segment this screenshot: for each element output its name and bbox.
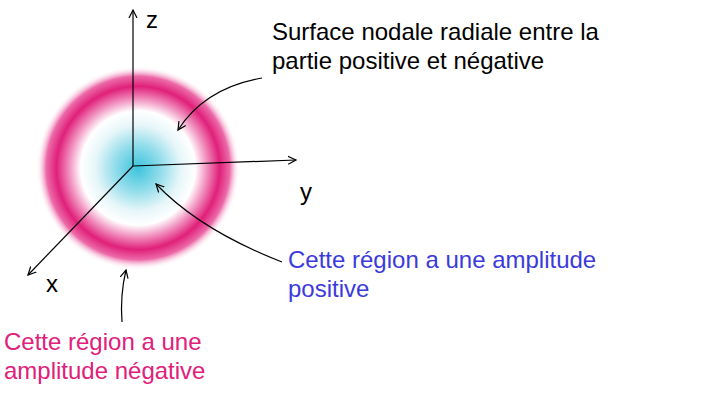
y-axis xyxy=(133,160,296,166)
callout-text: Cette région a une amplitude positive xyxy=(288,246,683,304)
leader-line xyxy=(178,78,262,130)
callout-text: Surface nodale radiale entre la partie p… xyxy=(272,18,632,76)
x-axis xyxy=(28,166,133,275)
z-axis xyxy=(132,10,133,166)
orbital-sphere xyxy=(36,66,240,270)
callout-text: Cette région a une amplitude négative xyxy=(4,328,244,386)
leader-line xyxy=(156,184,282,262)
leader-line xyxy=(122,270,127,322)
axis-label: z xyxy=(146,6,158,35)
axis-label: x xyxy=(46,270,58,299)
axis-label: y xyxy=(300,178,312,207)
